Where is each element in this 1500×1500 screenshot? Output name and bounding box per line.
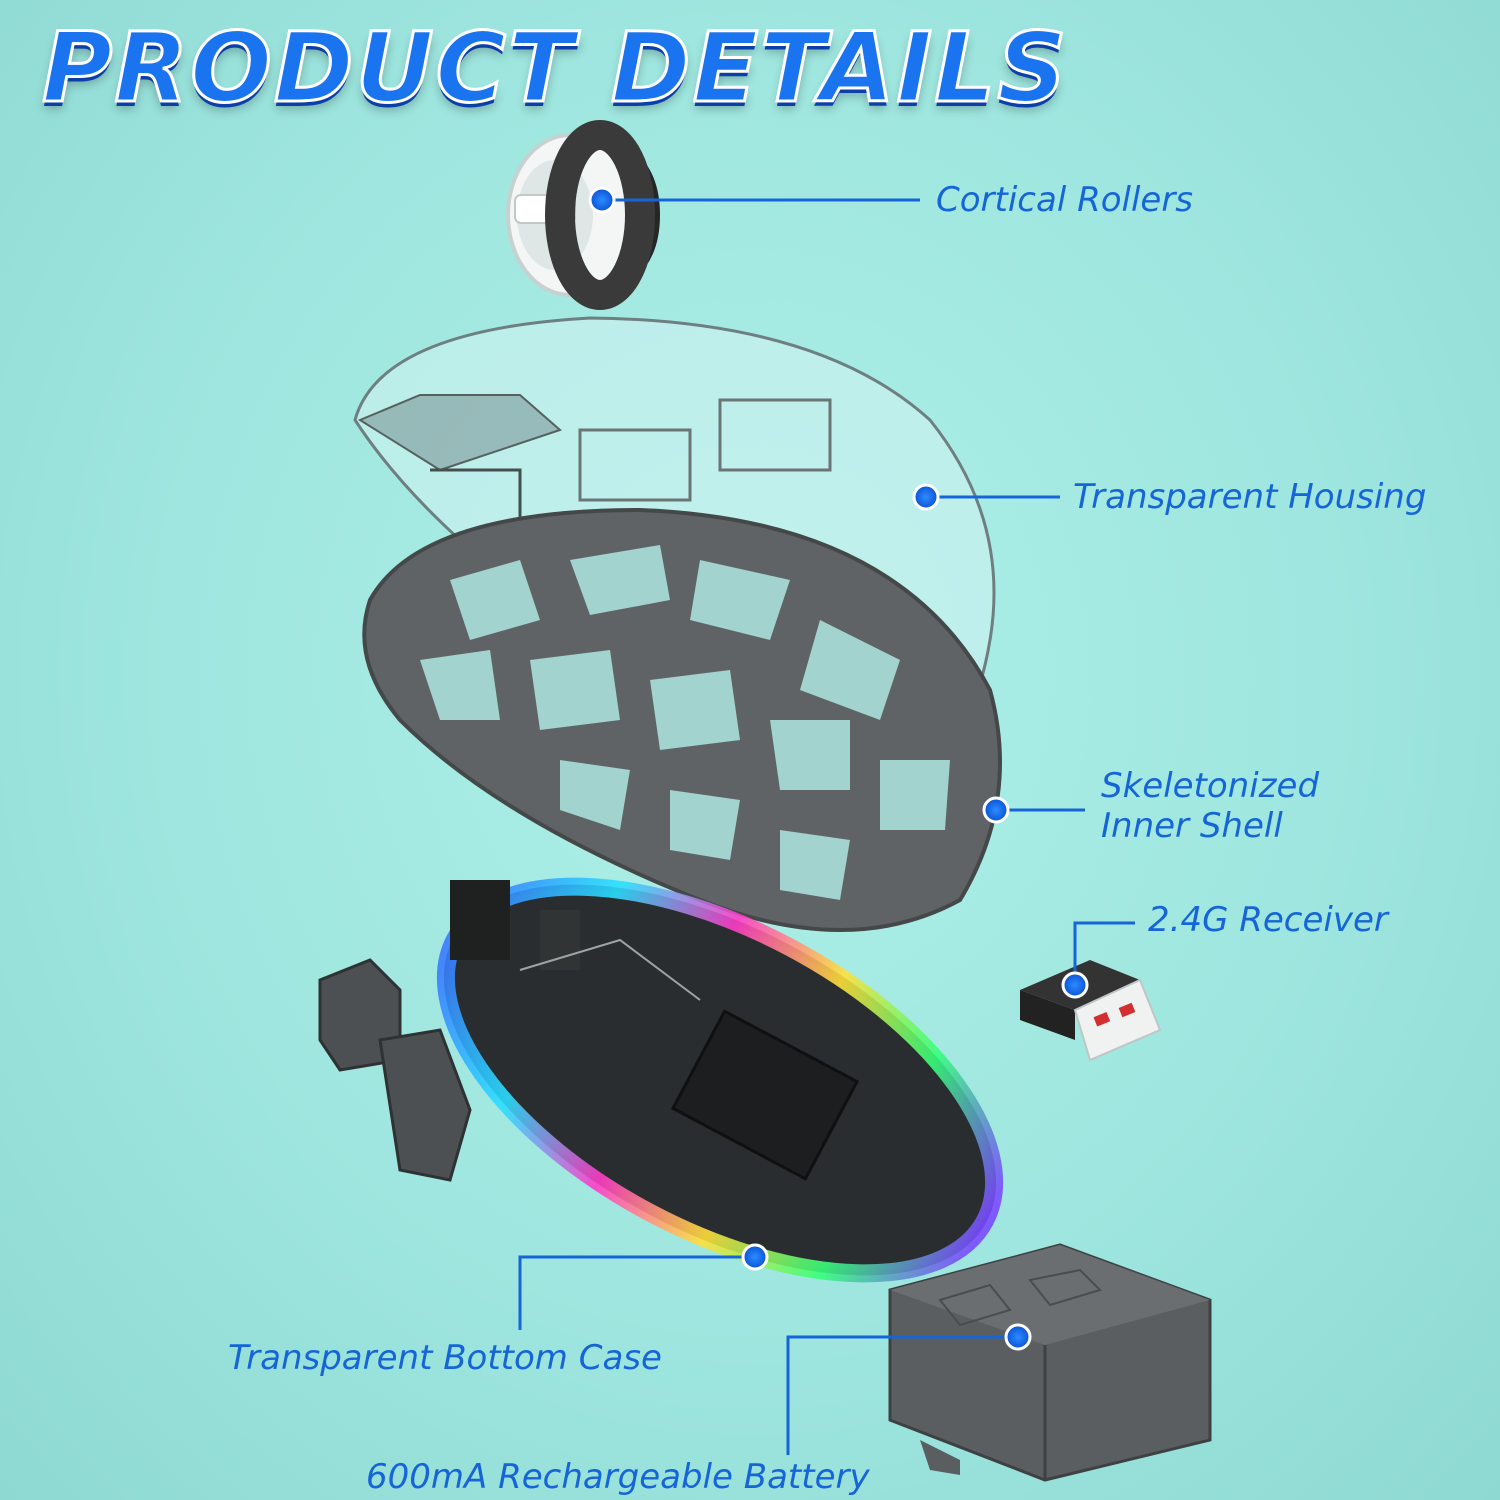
callout-dot-rollers bbox=[588, 186, 616, 214]
label-cortical-rollers: Cortical Rollers bbox=[936, 180, 1194, 220]
label-skeleton-line1: Skeletonized bbox=[1101, 766, 1320, 806]
callout-dot-battery bbox=[1004, 1323, 1032, 1351]
page-title: PRODUCT DETAILS bbox=[41, 11, 1069, 126]
bottom-case-part bbox=[436, 877, 1004, 1283]
scroll-wheel-part bbox=[506, 120, 660, 310]
callout-dot-housing bbox=[912, 483, 940, 511]
battery-part bbox=[888, 1243, 1212, 1482]
label-transparent-housing: Transparent Housing bbox=[1073, 477, 1427, 517]
label-skeleton-line2: Inner Shell bbox=[1101, 806, 1283, 846]
label-bottom-case: Transparent Bottom Case bbox=[228, 1338, 662, 1378]
label-receiver: 2.4G Receiver bbox=[1148, 900, 1388, 940]
callout-dot-shell bbox=[982, 796, 1010, 824]
usb-receiver-part bbox=[1020, 960, 1162, 1062]
callout-dot-bottom-case bbox=[741, 1243, 769, 1271]
callout-lines bbox=[518, 198, 1135, 1455]
callout-dot-receiver bbox=[1061, 971, 1089, 999]
label-battery: 600mA Rechargeable Battery bbox=[366, 1457, 870, 1497]
skeleton-shell-part bbox=[362, 507, 1002, 932]
side-buttons-part bbox=[318, 958, 472, 1182]
